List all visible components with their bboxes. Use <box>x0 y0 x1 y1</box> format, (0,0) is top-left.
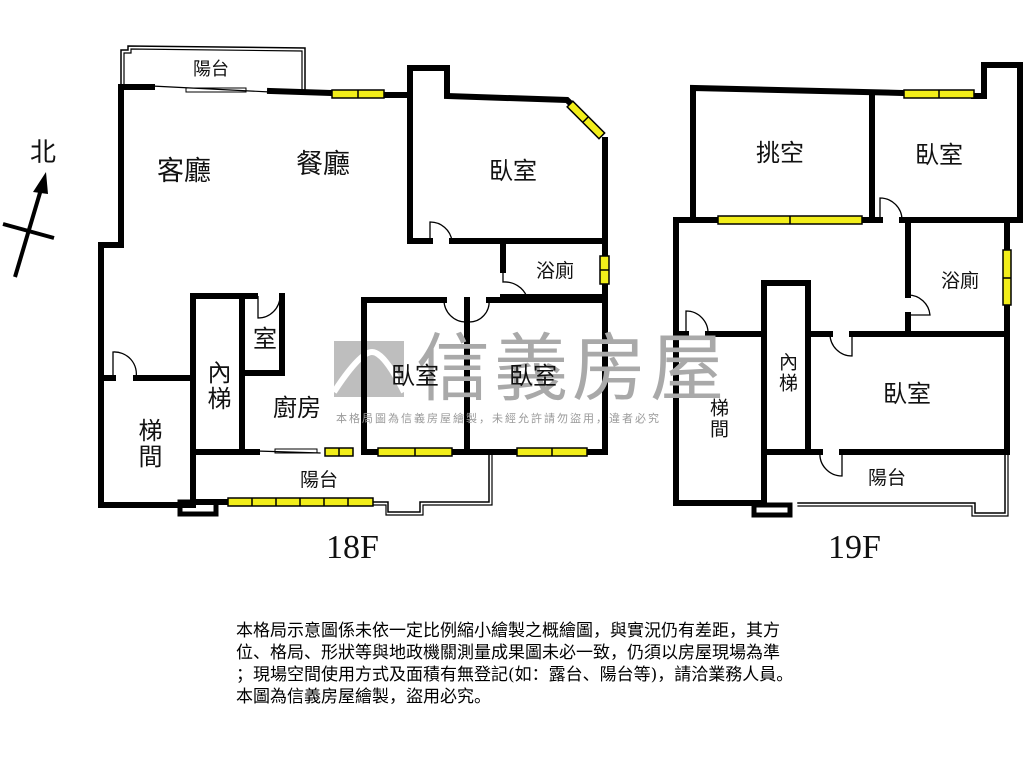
floor-18-walls <box>98 45 608 517</box>
room-19f-stairwell: 梯間 <box>707 398 729 440</box>
floor-19-doors <box>685 197 931 477</box>
room-18f-balcony-top: 陽台 <box>193 59 229 80</box>
room-18f-master-bedroom: 臥室 <box>489 157 537 185</box>
room-19f-balcony: 陽台 <box>868 467 907 489</box>
room-19f-inner-stairs: 內梯 <box>776 352 798 394</box>
room-19f-bathroom: 浴廁 <box>941 270 980 292</box>
watermark-brand: 信義房屋 <box>416 326 728 412</box>
floor-18-doors <box>112 221 528 379</box>
watermark-note: 本格局圖為信義房屋繪製，未經允許請勿盜用，違者必究 <box>336 412 661 425</box>
floor-19-walls <box>673 62 1023 518</box>
room-18f-balcony-bottom: 陽台 <box>300 469 339 491</box>
room-18f-inner-stairs: 內梯 <box>203 360 231 412</box>
brand-logo-icon <box>331 341 407 397</box>
floor-19-windows <box>717 89 1012 306</box>
floor-18-windows <box>227 89 610 507</box>
disclaimer-line: ；現場空間使用方式及面積有無登記(如：露台、陽台等)，請洽業務人員。 <box>236 665 794 685</box>
room-18f-small-room: 室 <box>253 325 277 353</box>
room-19f-main-bedroom: 臥室 <box>883 380 931 408</box>
floor-18-label: 18F <box>326 529 379 566</box>
floor-19-label: 19F <box>828 529 881 566</box>
north-arrow-icon <box>2 172 55 278</box>
room-18f-kitchen: 廚房 <box>273 394 321 422</box>
room-18f-bedroom-2: 臥室 <box>391 362 439 390</box>
disclaimer-line: 位、格局、形狀等與地政機關測量成果圖未必一致，仍須以房屋現場為準 <box>236 643 780 663</box>
room-19f-void: 挑空 <box>756 139 804 167</box>
disclaimer-line: 本圖為信義房屋繪製，盜用必究。 <box>236 687 491 707</box>
compass-north-label: 北 <box>30 138 57 168</box>
disclaimer-line: 本格局示意圖係未依一定比例縮小繪製之概繪圖，與實況仍有差距，其方 <box>236 621 780 641</box>
room-18f-stairwell: 梯間 <box>134 418 162 470</box>
room-19f-bedroom-top: 臥室 <box>915 141 963 169</box>
disclaimer-text: 本格局示意圖係未依一定比例縮小繪製之概繪圖，與實況仍有差距，其方 位、格局、形狀… <box>236 620 896 708</box>
room-18f-living-room: 客廳 <box>157 156 211 187</box>
room-18f-bedroom-3: 臥室 <box>509 362 557 390</box>
room-18f-dining-room: 餐廳 <box>296 149 350 180</box>
room-18f-bathroom: 浴廁 <box>536 260 575 282</box>
